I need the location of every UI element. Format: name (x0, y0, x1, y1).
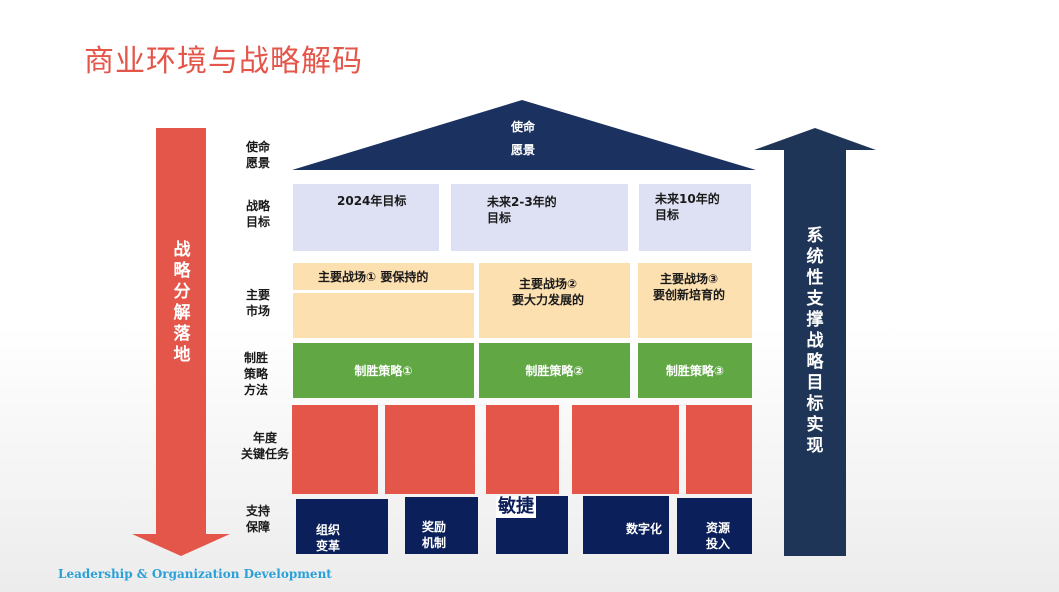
row-label-goals: 战略目标 (245, 199, 270, 229)
right-arrow-text: 系统性支撑战略目标实现 (806, 226, 824, 456)
task-block (385, 405, 475, 494)
task-block (572, 405, 679, 494)
systematic-support-arrow (754, 128, 876, 556)
roof-vision-label: 愿景 (510, 143, 535, 157)
support-box-reward: 奖励机制 (405, 497, 478, 554)
row-label-mission: 使命愿景 (245, 140, 270, 170)
strategy-box-1: 制胜策略① (293, 343, 474, 398)
goal-box-2-3-years: 未来2-3年的 目标 (451, 184, 628, 251)
row-label-tasks: 年度关键任务 (240, 431, 289, 461)
task-block (292, 405, 378, 494)
strategy-box-2: 制胜策略② (479, 343, 630, 398)
strategy-decomposition-arrow (132, 128, 230, 556)
task-block (486, 405, 559, 494)
page-title: 商业环境与战略解码 (84, 44, 363, 79)
left-arrow-text: 战略分解落地 (173, 240, 191, 365)
support-box-digital: 数字化 (583, 496, 669, 554)
goal-box-2024: 2024年目标 (293, 184, 439, 251)
row-label-support: 支持保障 (245, 504, 270, 534)
row-label-strategies: 制胜策略方法 (243, 351, 268, 397)
support-box-resources: 资源投入 (677, 498, 752, 554)
strategy-box-3: 制胜策略③ (638, 343, 752, 398)
footer-brand: Leadership & Organization Development (58, 567, 332, 581)
row-label-markets: 主要市场 (245, 288, 270, 318)
market-box-3: 主要战场③ 要创新培育的 (638, 263, 752, 338)
goal-box-10-years: 未来10年的 目标 (639, 184, 751, 251)
support-agile-label: 敏捷 (496, 496, 536, 518)
task-block (686, 405, 752, 494)
mission-vision-roof (292, 100, 756, 170)
market-box-2: 主要战场② 要大力发展的 (479, 263, 630, 338)
roof-mission-label: 使命 (510, 120, 535, 134)
market-box-1-header: 主要战场① 要保持的 (293, 263, 474, 290)
market-box-1-body (293, 293, 474, 338)
support-box-org-change: 组织变革 (296, 499, 388, 554)
